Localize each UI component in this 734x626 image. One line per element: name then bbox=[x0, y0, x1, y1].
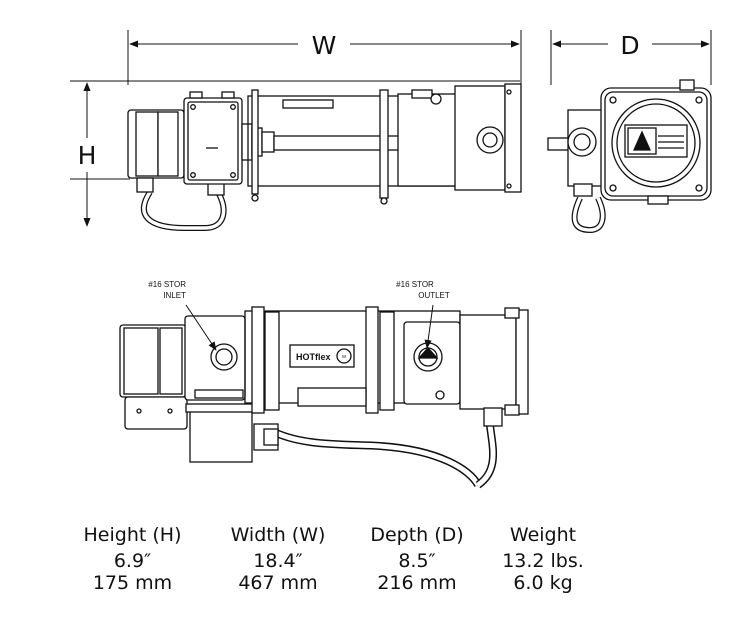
front-view bbox=[127, 83, 522, 231]
height-label: H bbox=[78, 141, 97, 170]
height-dimension bbox=[70, 80, 520, 227]
depth-dimension bbox=[550, 30, 712, 85]
hotflex-logo-box bbox=[289, 344, 355, 368]
top-view bbox=[119, 306, 529, 489]
spec-imperial: 8.5″ bbox=[398, 550, 436, 572]
spec-heading: Height (H) bbox=[83, 524, 182, 546]
spec-height: Height (H) 6.9″ 175 mm bbox=[60, 520, 205, 594]
spec-metric: 467 mm bbox=[238, 572, 318, 594]
hotflex-logo-badge-letter: M bbox=[342, 354, 346, 359]
spec-metric: 216 mm bbox=[377, 572, 457, 594]
spec-imperial: 6.9″ bbox=[113, 550, 152, 572]
width-dimension bbox=[127, 30, 522, 85]
inlet-callout-line-2: INLET bbox=[163, 291, 186, 300]
inlet-callout-line-1: #16 STOR bbox=[148, 280, 186, 289]
spec-heading: Weight bbox=[509, 524, 577, 546]
side-view bbox=[547, 79, 712, 234]
spec-metric: 175 mm bbox=[92, 572, 173, 594]
spec-imperial: 13.2 lbs. bbox=[502, 550, 584, 572]
spec-heading: Depth (D) bbox=[370, 524, 464, 546]
depth-label: D bbox=[620, 31, 639, 60]
spec-weight: Weight 13.2 lbs. 6.0 kg bbox=[478, 520, 608, 594]
width-label: W bbox=[312, 31, 337, 60]
spec-width: Width (W) 18.4″ 467 mm bbox=[208, 520, 348, 594]
outlet-callout-line-1: #16 STOR bbox=[396, 280, 434, 289]
hotflex-logo-text: HOTflex bbox=[296, 352, 331, 362]
spec-heading: Width (W) bbox=[230, 524, 326, 546]
callout-leaders bbox=[185, 304, 434, 351]
spec-metric: 6.0 kg bbox=[513, 572, 573, 594]
spec-table: Height (H) 6.9″ 175 mm Width (W) 18.4″ 4… bbox=[60, 520, 620, 620]
outlet-callout-line-2: OUTLET bbox=[418, 291, 450, 300]
hotflex-logo-badge bbox=[336, 348, 352, 364]
spec-imperial: 18.4″ bbox=[253, 550, 303, 572]
spec-depth: Depth (D) 8.5″ 216 mm bbox=[352, 520, 482, 594]
